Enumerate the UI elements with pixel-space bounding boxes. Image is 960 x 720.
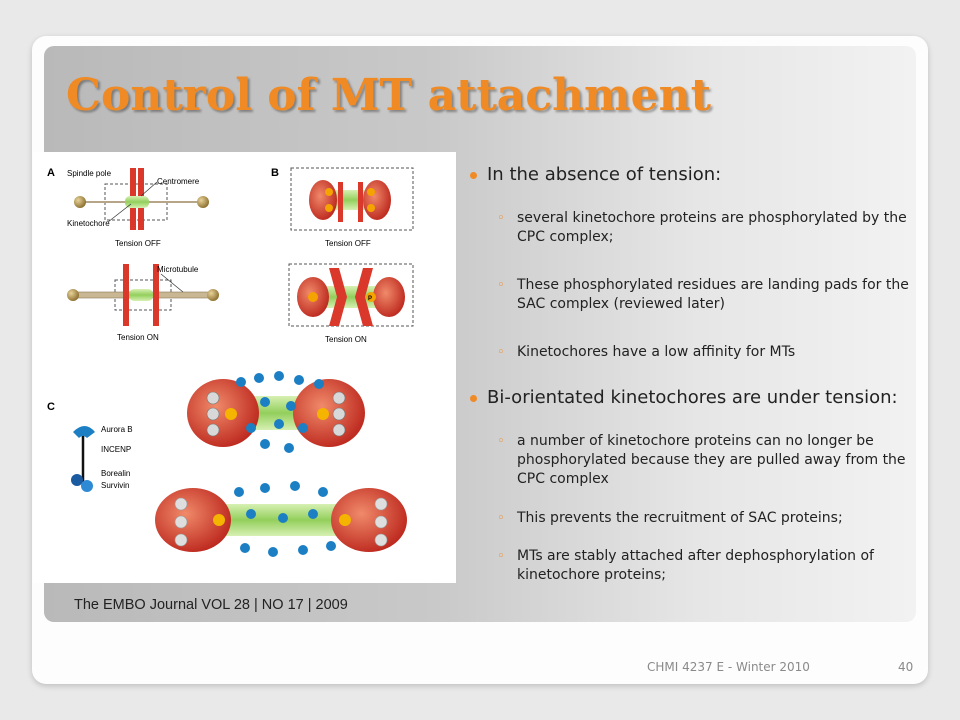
panel-c-legend: Aurora B INCENP Borealin Survivin <box>71 425 133 492</box>
bullet-item: MTs are stably attached after dephosphor… <box>468 547 910 585</box>
tension-on-label-a: Tension ON <box>117 333 159 342</box>
bullet-item: several kinetochore proteins are phospho… <box>468 209 910 247</box>
incenp-label: INCENP <box>101 445 131 454</box>
tension-on-label-b: Tension ON <box>325 335 367 344</box>
bullet-list: In the absence of tension: several kinet… <box>468 162 910 585</box>
panel-c-tension-on <box>155 481 407 557</box>
bullet-item: This prevents the recruitment of SAC pro… <box>468 509 910 528</box>
panel-label-c: C <box>47 401 55 413</box>
panel-b-tension-off: Tension OFF <box>290 167 414 248</box>
bullet-item: Kinetochores have a low affinity for MTs <box>468 343 910 362</box>
bullet-item: a number of kinetochore proteins can no … <box>468 432 910 489</box>
panel-c-tension-off <box>187 371 365 453</box>
panel-label-a: A <box>47 167 55 179</box>
tension-off-label-a: Tension OFF <box>115 239 161 248</box>
panel-a-tension-off: Spindle pole Centromere Kinetochore Tens… <box>67 168 209 248</box>
borealin-label: Borealin <box>101 469 130 478</box>
bullet-heading: In the absence of tension: <box>468 162 910 188</box>
footer-course-label: CHMI 4237 E - Winter 2010 <box>647 660 810 674</box>
tension-off-label-b: Tension OFF <box>325 239 371 248</box>
bullet-heading: Bi-orientated kinetochores are under ten… <box>468 385 910 411</box>
panel-b-tension-on: P Tension ON <box>288 263 414 344</box>
microtubule-label: Microtubule <box>157 265 199 274</box>
kinetochore-label: Kinetochore <box>67 219 110 228</box>
spindle-pole-label: Spindle pole <box>67 169 112 178</box>
page-number: 40 <box>898 660 914 674</box>
slide-title: Control of MT attachment <box>66 70 711 121</box>
kinetochore-figure: A B C Spindle pole Centromere Kinetochor… <box>33 152 456 583</box>
centromere-label: Centromere <box>157 177 200 186</box>
panel-a-tension-on: Microtubule Tension ON <box>67 264 219 342</box>
aurora-b-label: Aurora B <box>101 425 133 434</box>
figure-caption: The EMBO Journal VOL 28 | NO 17 | 2009 <box>74 597 348 613</box>
survivin-label: Survivin <box>101 481 129 490</box>
panel-label-b: B <box>271 167 279 179</box>
bullet-item: These phosphorylated residues are landin… <box>468 276 910 314</box>
p-mark-b-mid: P <box>368 296 372 302</box>
